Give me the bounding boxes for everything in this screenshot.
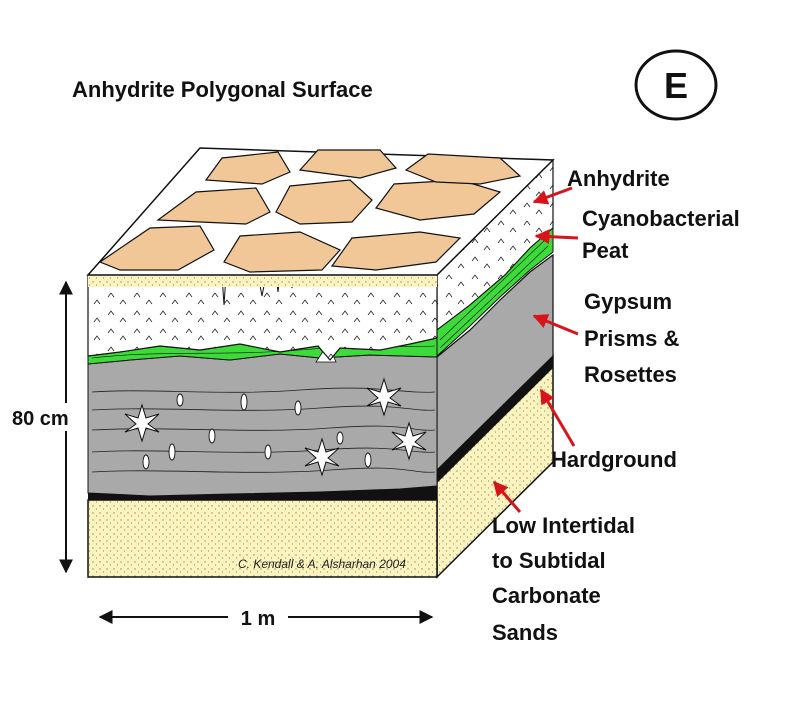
width-dimension: 1 m	[98, 603, 434, 631]
label-cyanobacterial-1: Cyanobacterial	[582, 206, 740, 231]
width-label: 1 m	[241, 608, 275, 630]
label-hardground: Hardground	[551, 447, 677, 472]
anhydrite-polygons	[98, 149, 522, 273]
label-anhydrite: Anhydrite	[567, 166, 670, 191]
side-hardground-layer	[437, 356, 553, 483]
front-anhydrite-layer	[87, 274, 438, 361]
credit-text: C. Kendall & A. Alsharhan 2004	[238, 557, 406, 571]
front-hardground-layer	[88, 486, 437, 500]
side-gypsum-layer	[436, 253, 554, 472]
label-sands-1: Low Intertidal	[492, 513, 635, 538]
gypsum-prisms	[142, 393, 372, 470]
callout-gypsum: Gypsum Prisms & Rosettes	[532, 289, 679, 387]
callout-hardground: Hardground	[539, 388, 677, 472]
panel-letter-badge: E	[634, 49, 718, 121]
label-gypsum-3: Rosettes	[584, 362, 677, 387]
label-sands-2: to Subtidal	[492, 548, 606, 573]
sediment-block	[86, 147, 555, 579]
panel-letter: E	[664, 65, 688, 106]
label-gypsum-2: Prisms &	[584, 326, 679, 351]
callout-cyanobacterial-peat: Cyanobacterial Peat	[534, 206, 740, 263]
label-sands-3: Carbonate	[492, 583, 601, 608]
diagram-title: Anhydrite Polygonal Surface	[72, 77, 373, 102]
front-sand-layer	[87, 499, 438, 578]
label-sands-4: Sands	[492, 620, 558, 645]
label-cyanobacterial-2: Peat	[582, 238, 629, 263]
height-dimension: 80 cm	[10, 280, 82, 574]
gypsum-rosettes	[124, 377, 427, 477]
callout-anhydrite: Anhydrite	[532, 166, 670, 205]
label-gypsum-1: Gypsum	[584, 289, 672, 314]
callout-sands: Low Intertidal to Subtidal Carbonate San…	[492, 480, 635, 645]
height-label: 80 cm	[12, 408, 69, 430]
